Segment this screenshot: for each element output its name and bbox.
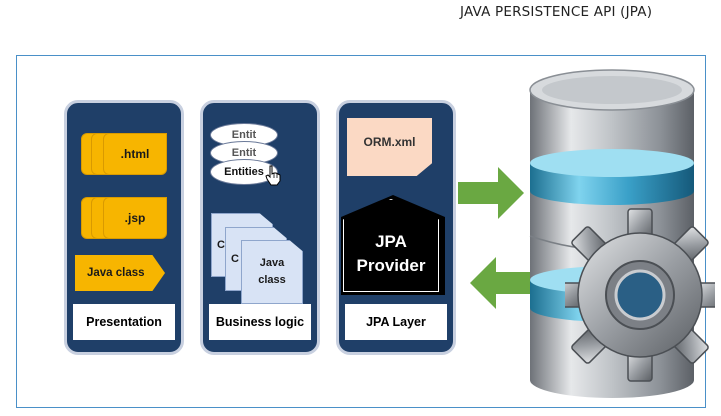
entities-ellipse: Entities [210, 159, 278, 185]
jpa-layer-panel: ORM.xml JPA Provider JPA Layer [336, 100, 456, 355]
java-class-file-line-1: Java [259, 257, 285, 269]
arrow-right-icon [458, 167, 524, 219]
jpa-provider-line-2: Provider [356, 255, 426, 275]
business-logic-label: Business logic [209, 304, 311, 340]
gear-icon [565, 208, 715, 382]
page-title: JAVA PERSISTENCE API (JPA) [460, 4, 653, 20]
arrow-left-icon [470, 257, 536, 309]
class-back-2-label: C [217, 238, 225, 251]
entities-label: Entities [224, 166, 264, 178]
java-class-shape: Java class [75, 255, 165, 291]
java-class-label: Java class [87, 267, 145, 279]
entity-back-2-label: Entit [231, 129, 257, 141]
jsp-file-label: .jsp [124, 211, 146, 225]
html-file-label: .html [120, 147, 150, 161]
presentation-panel: .html .jsp Java class Presentation [64, 100, 184, 355]
jpa-layer-label: JPA Layer [345, 304, 447, 340]
hand-cursor-icon [265, 165, 281, 186]
jsp-file: .jsp [103, 197, 167, 239]
java-class-file-line-2: class [258, 274, 286, 286]
business-logic-panel: Entit Entit Entities C C Java class Busi… [200, 100, 320, 355]
jpa-provider-line-1: JPA [375, 231, 407, 251]
orm-xml-label: ORM.xml [363, 135, 416, 149]
jpa-provider-box: JPA Provider [343, 199, 439, 292]
entity-back-1-label: Entit [231, 147, 257, 159]
class-back-1-label: C [231, 252, 239, 265]
html-file: .html [103, 133, 167, 175]
presentation-label: Presentation [73, 304, 175, 340]
orm-xml-file: ORM.xml [347, 118, 432, 176]
java-class-file: Java class [241, 240, 303, 304]
